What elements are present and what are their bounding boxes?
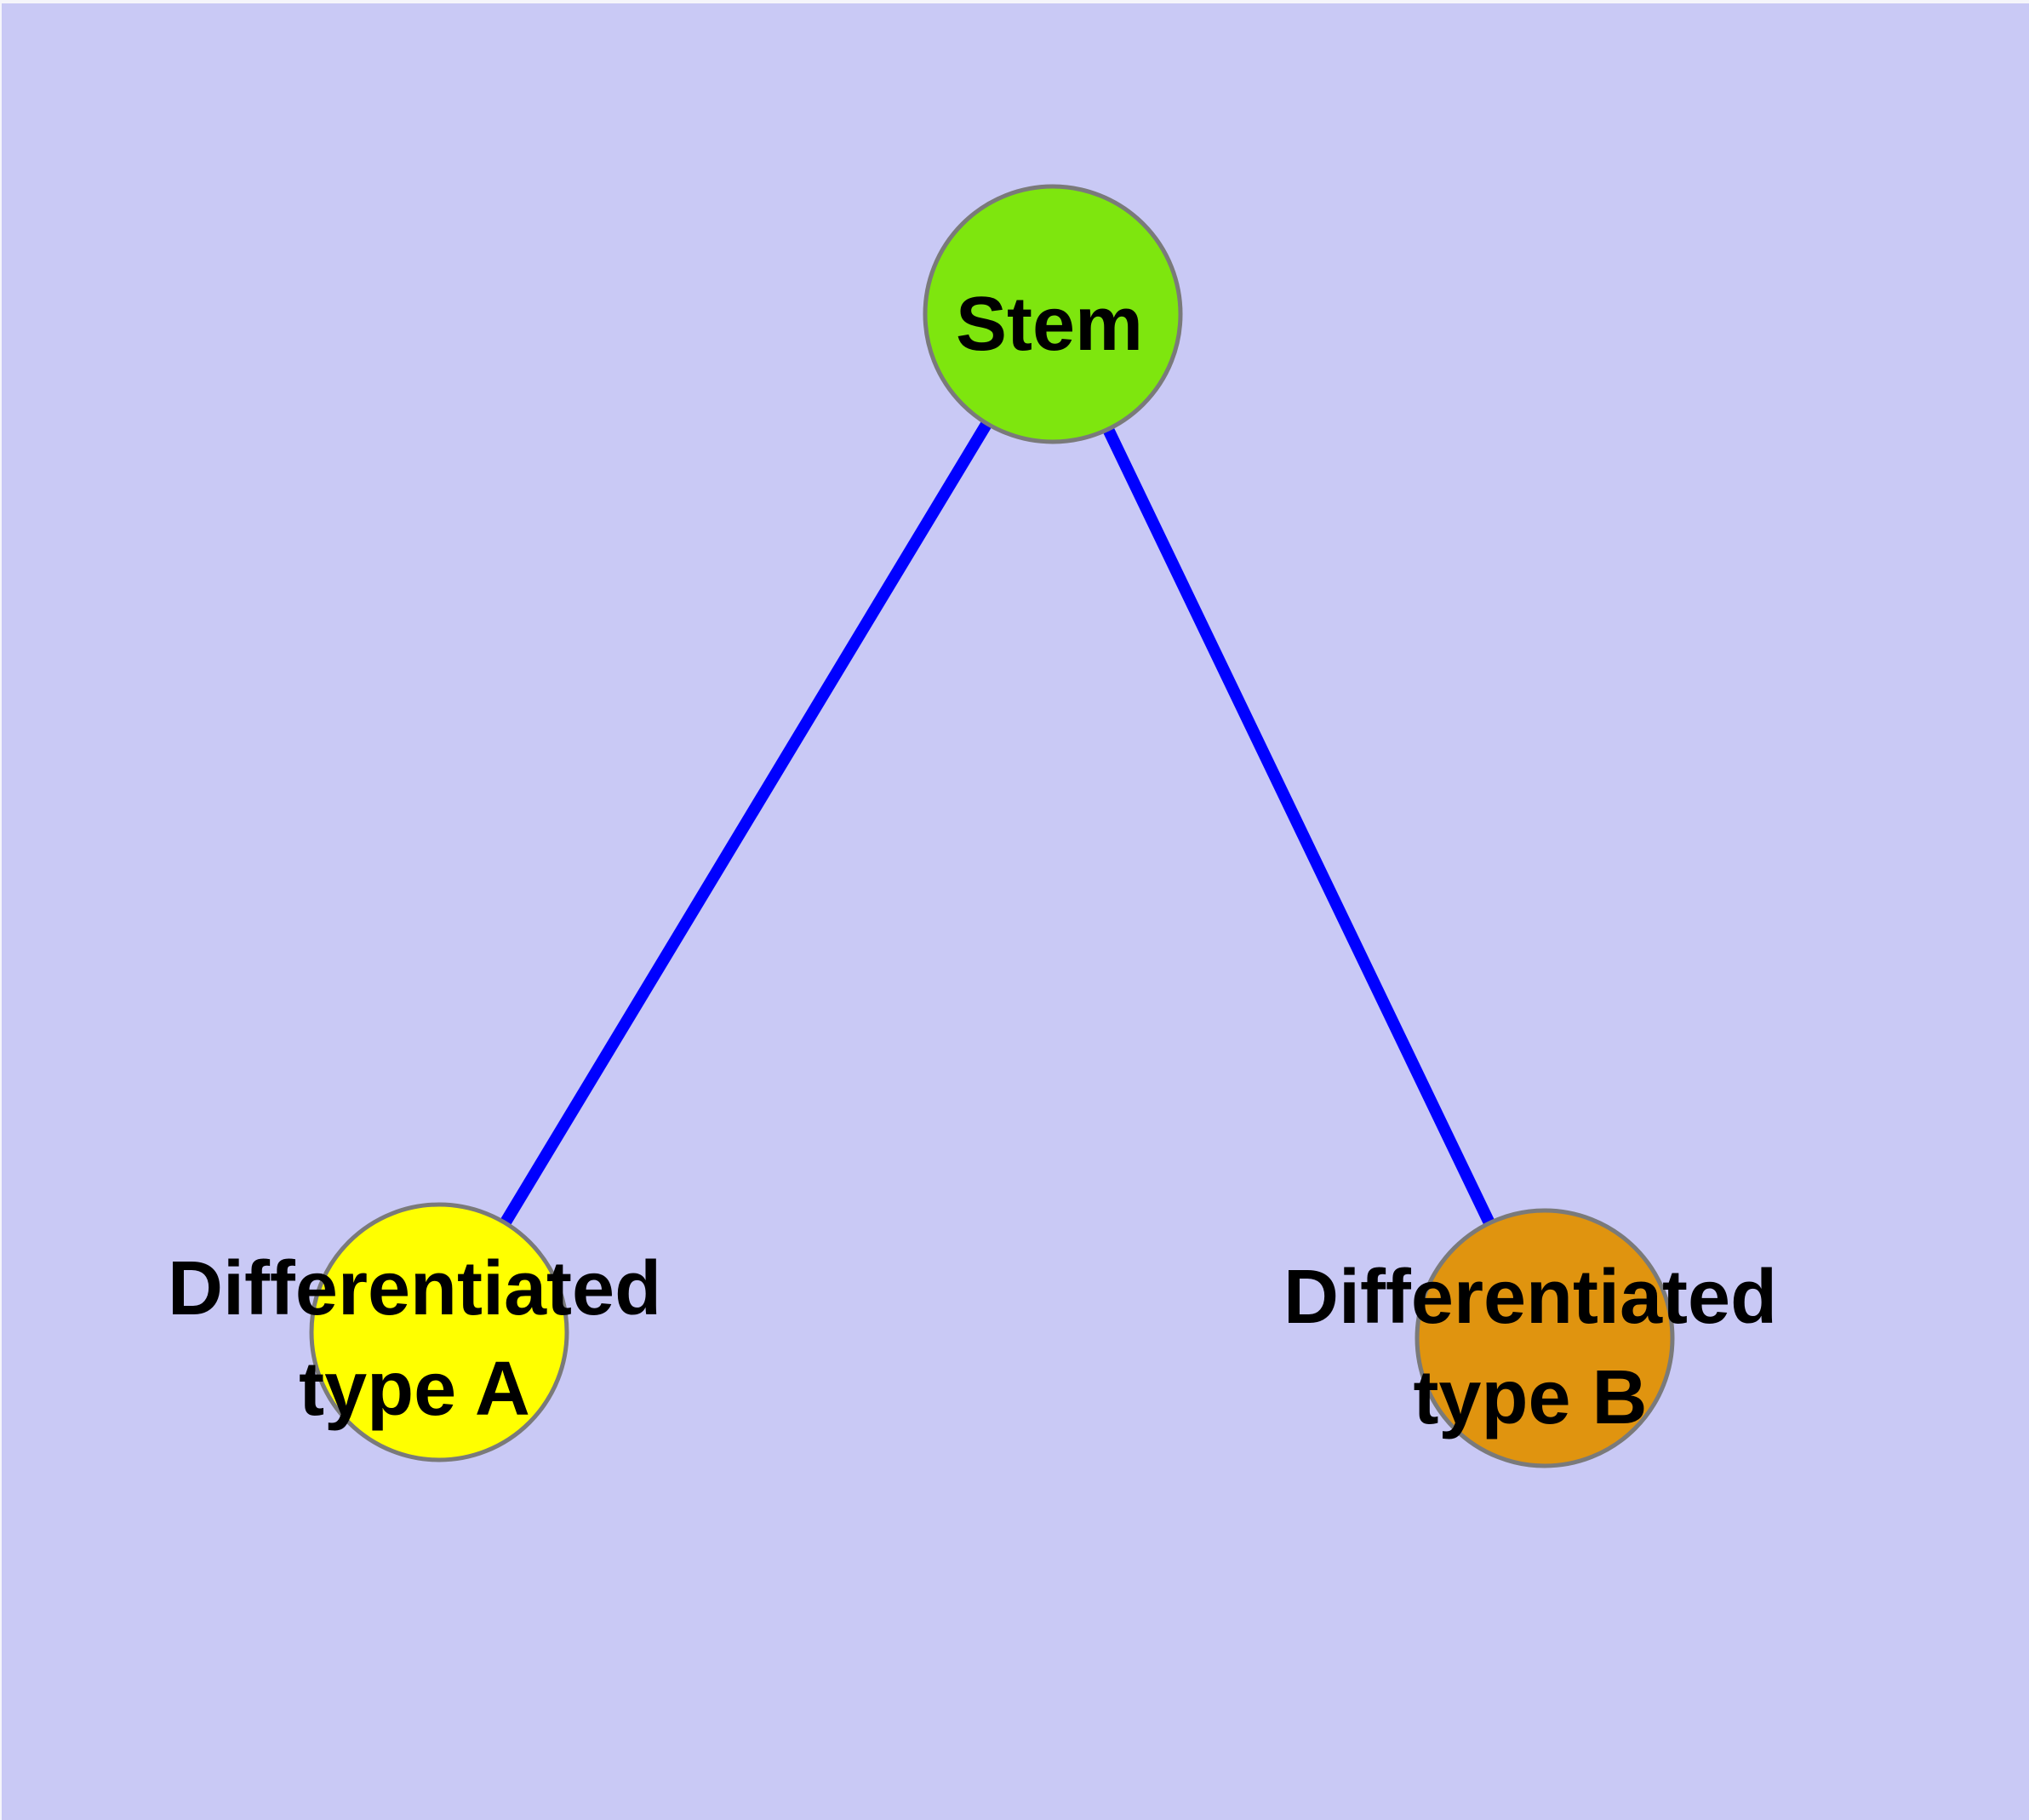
type-b-node-label: Differentiated type B xyxy=(1283,1247,1777,1448)
type-a-node-label: Differentiated type A xyxy=(168,1239,661,1439)
edge-stem-to-type-b xyxy=(1047,311,1551,1342)
window-left-edge xyxy=(0,0,2,1820)
type-b-node xyxy=(1415,1208,1675,1468)
type-b-label-line2: type B xyxy=(1413,1355,1648,1440)
stem-node-label: Stem xyxy=(955,282,1144,367)
stem-node xyxy=(923,184,1183,444)
type-b-label-line1: Differentiated xyxy=(1283,1255,1778,1340)
type-a-label-line1: Differentiated xyxy=(167,1246,662,1331)
edge-stem-to-type-a xyxy=(434,311,1058,1336)
type-a-node xyxy=(309,1202,569,1462)
type-a-label-line2: type A xyxy=(299,1347,530,1432)
window-top-edge xyxy=(0,0,2029,3)
